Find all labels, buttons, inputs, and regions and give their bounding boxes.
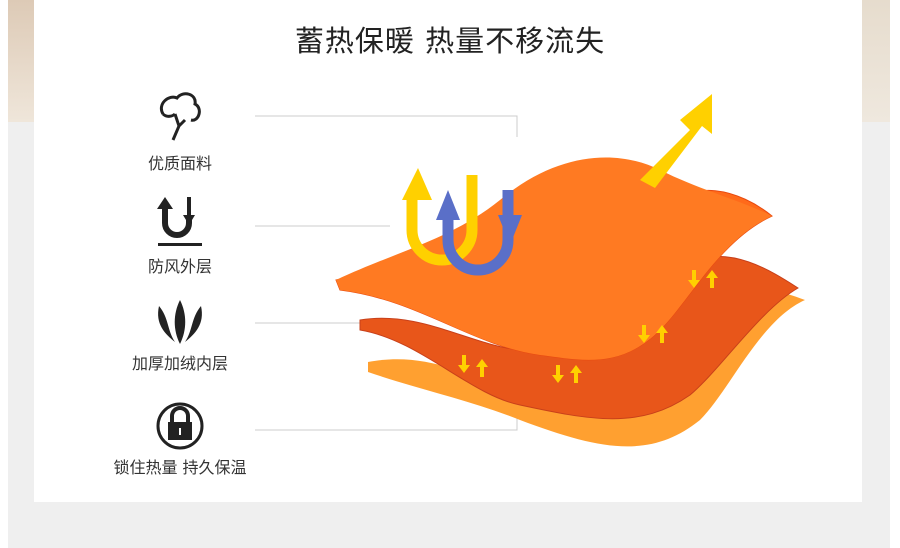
outer-layer-top xyxy=(336,157,772,360)
blue-u-arrow xyxy=(442,190,514,276)
background-left xyxy=(8,0,34,122)
feature-label: 加厚加绒内层 xyxy=(131,354,228,373)
yellow-u-arrow xyxy=(406,175,478,266)
feature-fleece: 加厚加绒内层 xyxy=(90,300,270,374)
heat-escape-arrow xyxy=(640,94,712,188)
page-title: 蓄热保暖 热量不移流失 xyxy=(294,24,606,58)
heat-arrows xyxy=(458,270,718,383)
feature-label: 优质面料 xyxy=(147,154,212,173)
feature-fabric: 优质面料 xyxy=(90,90,270,174)
feature-heat-lock: 锁住热量 持久保温 xyxy=(90,402,270,478)
leaves-icon xyxy=(158,300,202,344)
feature-label: 锁住热量 持久保温 xyxy=(113,458,247,477)
cotton-icon xyxy=(160,92,201,141)
background-right xyxy=(862,0,890,122)
feature-windproof: 防风外层 xyxy=(90,195,270,277)
u-turn-arrows-icon xyxy=(157,197,202,246)
lock-icon xyxy=(156,402,204,450)
feature-label: 防风外层 xyxy=(147,257,212,276)
